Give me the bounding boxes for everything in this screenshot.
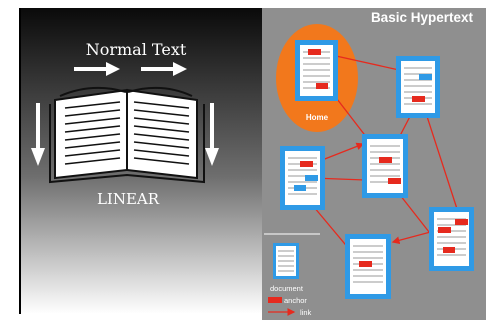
document-middle-left	[280, 146, 325, 210]
anchor-marker	[316, 83, 328, 89]
home-label: Home	[306, 113, 329, 122]
arrow-down-icon	[31, 103, 45, 166]
anchor-marker	[379, 157, 392, 163]
link-arrow	[421, 100, 461, 217]
document-center	[362, 134, 408, 198]
basic-hypertext-title: Basic Hypertext	[371, 10, 474, 25]
anchor-marker	[294, 185, 306, 191]
legend-anchor-icon	[268, 297, 282, 303]
left-panel: Normal Text	[19, 8, 262, 314]
open-book-icon	[49, 86, 205, 184]
anchor-marker	[359, 261, 372, 267]
anchor-marker	[305, 175, 318, 181]
linear-caption: LINEAR	[97, 190, 160, 208]
anchor-marker	[455, 219, 468, 225]
anchor-marker	[412, 96, 425, 102]
anchor-marker	[438, 227, 451, 233]
document-top-right	[396, 56, 440, 118]
anchor-marker	[419, 74, 432, 80]
legend-document-label: document	[270, 284, 304, 293]
anchor-marker	[300, 161, 313, 167]
normal-text-title: Normal Text	[86, 40, 187, 59]
arrow-right-icon	[74, 62, 120, 76]
anchor-marker	[388, 178, 401, 184]
arrow-down-icon	[205, 103, 219, 166]
document-home	[295, 40, 338, 101]
right-panel: Basic Hypertext Home	[262, 8, 486, 320]
arrow-right-icon	[141, 62, 187, 76]
legend-anchor-label: anchor	[284, 296, 307, 305]
legend-link-label: link	[300, 308, 312, 317]
legend: document anchor link	[264, 233, 320, 317]
document-bottom-center	[345, 234, 391, 299]
anchor-marker	[443, 247, 455, 253]
anchor-marker	[308, 49, 321, 55]
document-bottom-right	[429, 207, 474, 271]
